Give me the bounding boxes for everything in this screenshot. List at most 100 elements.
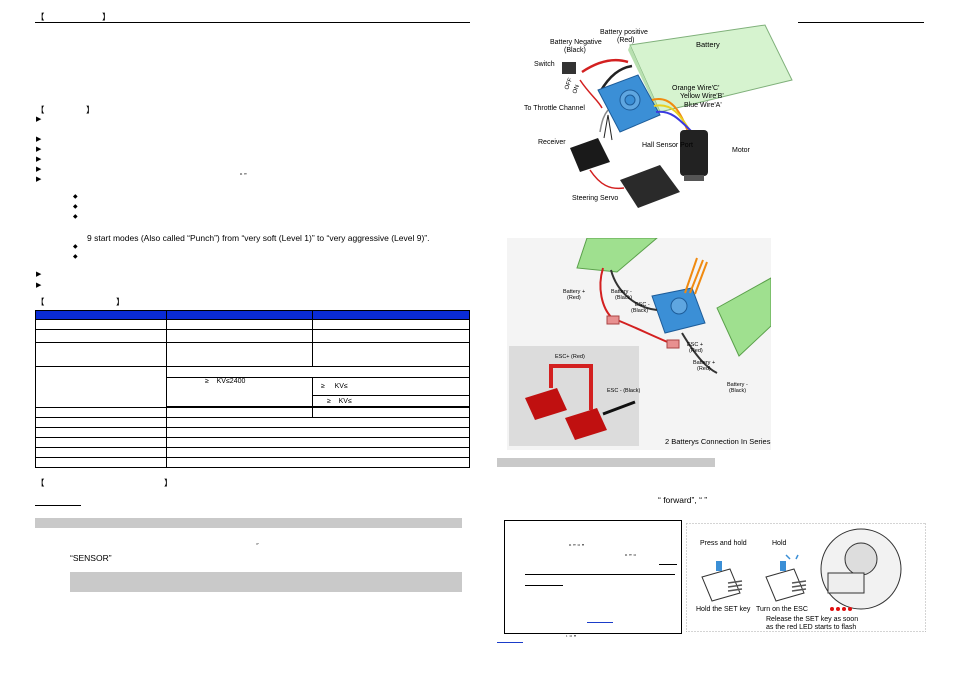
label-turn-on-esc: Turn on the ESC [756,606,808,613]
spec-table: ≥ KV≤2400 ≥ KV≤ ≥ KV≤ [35,310,470,468]
label-throttle: To Throttle Channel [524,105,585,112]
label-switch: Switch [534,61,555,68]
bullet-6-quotes: “ ” [240,173,247,180]
note-underline-1 [659,564,677,565]
diamond-2: ◆ [73,204,78,210]
diamond-4: ◆ [73,244,78,250]
section-bracket-open-2: 【 [36,105,45,115]
label-hold: Hold [772,540,787,547]
bullet-7: ▶ [36,271,42,278]
set-key-note-box: “ ” “ ” “ ” “ [504,520,682,634]
label-bat-minus-left-color: (Black) [615,295,632,301]
ge-2: ≥ [321,383,325,390]
label-steering-servo: Steering Servo [572,195,618,202]
section-bracket-open-4: 【 [36,478,45,488]
section-bracket-close-1: 】 [102,12,111,22]
label-inset-esc-plus: ESC+ (Red) [555,354,585,360]
punch-modes-text: 9 start modes (Also called “Punch”) from… [87,233,430,243]
kv-2: KV≤ [334,383,348,390]
label-blue-wire: Blue Wire'A' [684,102,722,109]
label-bat-minus-right: Battery - [727,382,748,388]
note-quotes-1: “ ” “ ” [569,544,585,551]
label-battery: Battery [696,40,720,49]
bullet-1: ▶ [36,116,42,123]
table-row: ≥ KV≤2400 ≥ KV≤ [36,377,470,407]
right-top-rule [797,22,924,23]
forward-text: “ forward”, “ ” [658,495,708,505]
sensor-quote-mark: ˝ [256,544,259,551]
kv-1: KV≤2400 [216,378,246,385]
label-battery-positive: Battery positive [600,29,648,36]
table-row [35,342,470,367]
bottom-quotes: ‘ “ ” [566,635,577,642]
sensor-text: “SENSOR” [70,553,112,563]
kv-3: KV≤ [338,397,352,405]
series-connection-diagram: Battery + (Red) Battery - (Black) ESC - … [507,238,771,450]
table-row [35,417,470,428]
label-yellow-wire: Yellow Wire'B' [680,93,724,100]
motor-icon [680,130,708,176]
switch-icon [562,62,576,74]
red-led-icons [830,607,852,611]
label-on: ON [572,84,581,95]
left-top-rule [35,22,470,23]
label-esc-plus-color: (Red) [689,348,703,354]
label-bat-plus-left-color: (Red) [567,295,581,301]
label-bat-plus-right-color: (Red) [697,366,711,372]
bullet-3: ▶ [36,146,42,153]
label-bat-minus-right-color: (Black) [729,388,746,394]
table-row [35,407,470,418]
table-row [35,427,470,438]
label-battery-negative-color: (Black) [564,47,586,54]
label-esc-minus-color: (Black) [631,308,648,314]
series-caption: 2 Batterys Connection In Series [665,437,771,446]
servo-icon [620,165,680,208]
table-row [35,457,470,468]
bullet-2: ▶ [36,136,42,143]
label-release-2: as the red LED starts to flash [766,624,856,631]
diamond-1: ◆ [73,194,78,200]
table-row [35,329,470,343]
label-receiver: Receiver [538,139,566,146]
table-row [35,319,470,330]
label-bat-plus-left: Battery + [563,289,585,295]
section-bracket-open-1: 【 [36,12,45,22]
label-esc-plus: ESC + [687,342,703,348]
label-motor: Motor [732,147,751,154]
note-underline-3 [525,585,563,586]
receiver-icon [570,138,610,172]
note-underline-2 [525,574,675,575]
label-release-1: Release the SET key as soon [766,616,858,623]
note-link-underline[interactable] [587,622,613,623]
set-key-illustration: Press and hold Hold Hold the SET key Tur… [686,523,926,632]
spec-table-header [35,310,470,320]
table-row [35,437,470,448]
section-bracket-open-3: 【 [36,297,45,307]
diamond-5: ◆ [73,254,78,260]
table-row [35,366,470,408]
wiring-diagram: Battery Negative (Black) Battery positiv… [520,20,798,220]
label-orange-wire: Orange Wire'C' [672,85,719,92]
label-hall-sensor: Hall Sensor Port [642,142,693,149]
label-esc-minus: ESC - [635,302,650,308]
label-off: OFF [564,77,574,91]
section-bracket-close-3: 】 [116,297,125,307]
label-battery-positive-color: (Red) [617,37,635,44]
kv-min-1: ≥ KV≤2400 [205,378,245,385]
label-battery-negative: Battery Negative [550,39,602,46]
right-gray-heading-bar [497,458,715,467]
bottom-link-underline[interactable] [497,642,523,643]
bullet-5: ▶ [36,166,42,173]
label-press-hold: Press and hold [700,540,747,547]
label-bat-minus-left: Battery - [611,289,632,295]
diamond-3: ◆ [73,214,78,220]
ge-3: ≥ [327,397,331,405]
table-row [35,447,470,458]
bullet-8: ▶ [36,282,42,289]
label-hold-set-key: Hold the SET key [696,606,751,613]
note-quotes-2: “ ” “ [625,554,636,561]
table-row: ≥ KV≤ [36,395,470,407]
ge-1: ≥ [205,378,209,385]
left-gray-note-box [70,572,462,592]
section-bracket-close-2: 】 [86,105,95,115]
